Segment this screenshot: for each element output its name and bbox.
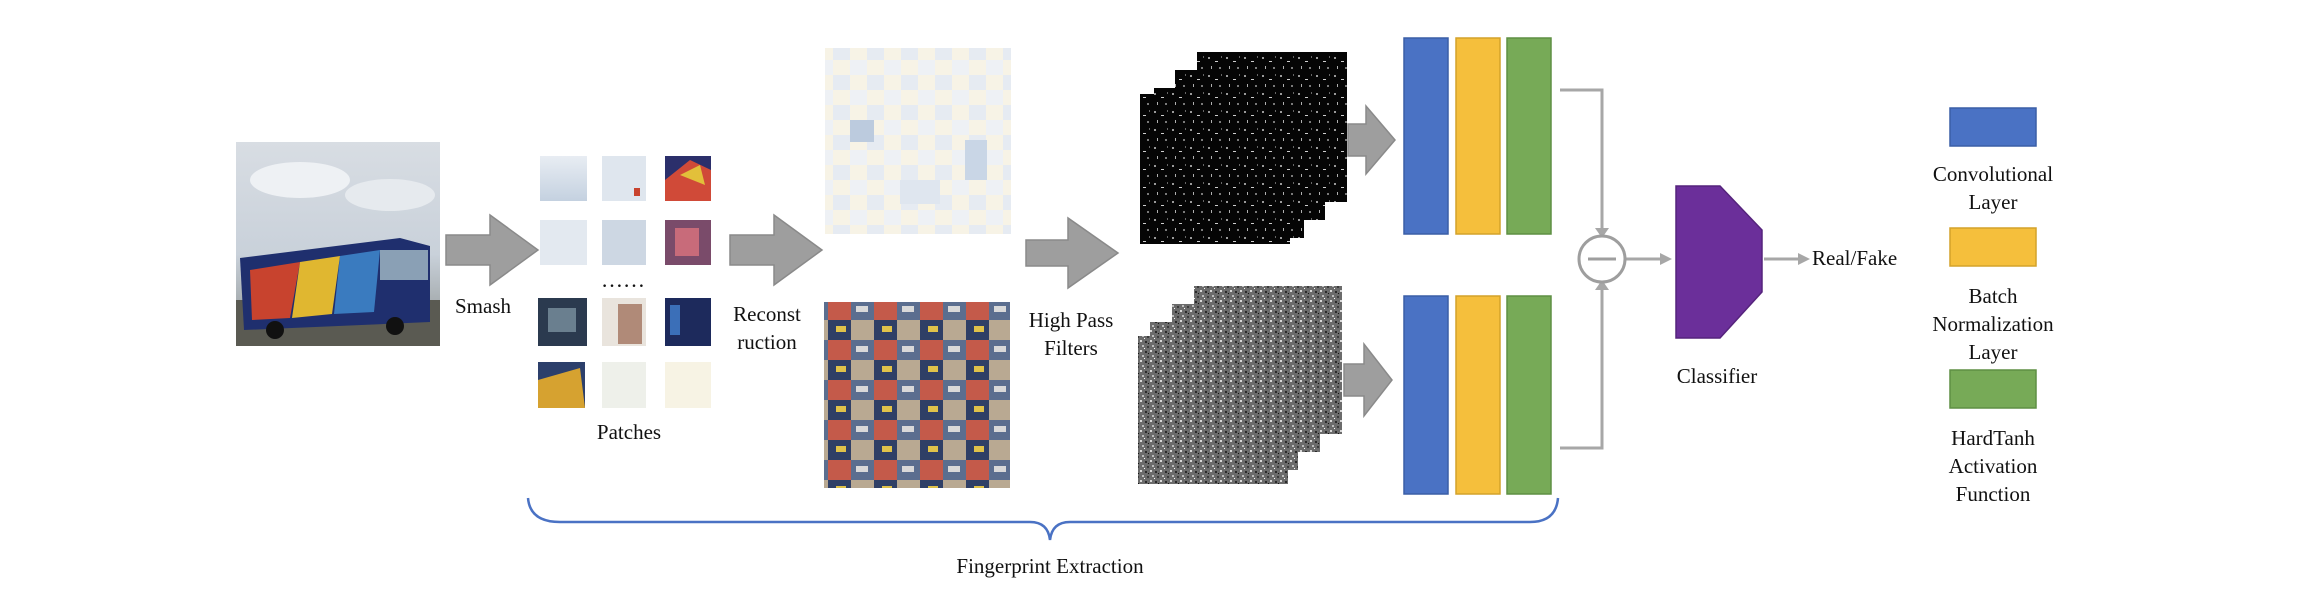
smash-arrow xyxy=(445,213,540,287)
classifier-shape xyxy=(1675,185,1763,339)
real-fake-label: Real/Fake xyxy=(1812,246,1898,270)
top-conv-layer xyxy=(1403,37,1449,235)
rich-branch-arrow xyxy=(1347,103,1396,177)
reconstruction-arrow xyxy=(729,213,824,287)
reconstructed-poor-texture xyxy=(824,302,1010,488)
fingerprint-brace xyxy=(526,497,1560,541)
patches-label: Patches xyxy=(596,420,662,444)
reconstructed-rich-texture xyxy=(825,48,1011,234)
subtraction-operator xyxy=(1577,234,1627,284)
legend-swatch-conv xyxy=(1949,107,2037,147)
bottom-bn-layer xyxy=(1455,295,1501,495)
patches-grid xyxy=(538,156,711,408)
bottom-cnn-block xyxy=(1403,295,1552,495)
connectors xyxy=(1560,88,1800,450)
poor-residual-stack xyxy=(1138,286,1342,484)
legend-swatch-act xyxy=(1949,369,2037,409)
legend-conv-label: Convolutional Layer xyxy=(1932,162,2054,214)
legend-swatch-bn xyxy=(1949,227,2037,267)
input-image xyxy=(236,142,440,346)
rich-residual-stack xyxy=(1140,52,1347,244)
top-cnn-block xyxy=(1403,37,1552,235)
connector-heads xyxy=(1595,228,1810,290)
classifier-label: Classifier xyxy=(1676,364,1758,388)
high-pass-filters-label: High Pass Filters xyxy=(1028,308,1114,360)
bottom-conv-layer xyxy=(1403,295,1449,495)
bottom-activation-layer xyxy=(1506,295,1552,495)
poor-branch-arrow xyxy=(1343,341,1393,419)
legend-bn-label: Batch Normalization Layer xyxy=(1932,284,2054,364)
top-activation-layer xyxy=(1506,37,1552,235)
legend-act-label: HardTanh Activation Function xyxy=(1948,426,2038,506)
reconstruction-label: Reconst ruction xyxy=(733,302,801,354)
ellipsis: …… xyxy=(601,267,645,292)
high-pass-arrow xyxy=(1025,216,1120,290)
fingerprint-extraction-label: Fingerprint Extraction xyxy=(956,554,1144,578)
top-bn-layer xyxy=(1455,37,1501,235)
smash-label: Smash xyxy=(454,294,511,318)
